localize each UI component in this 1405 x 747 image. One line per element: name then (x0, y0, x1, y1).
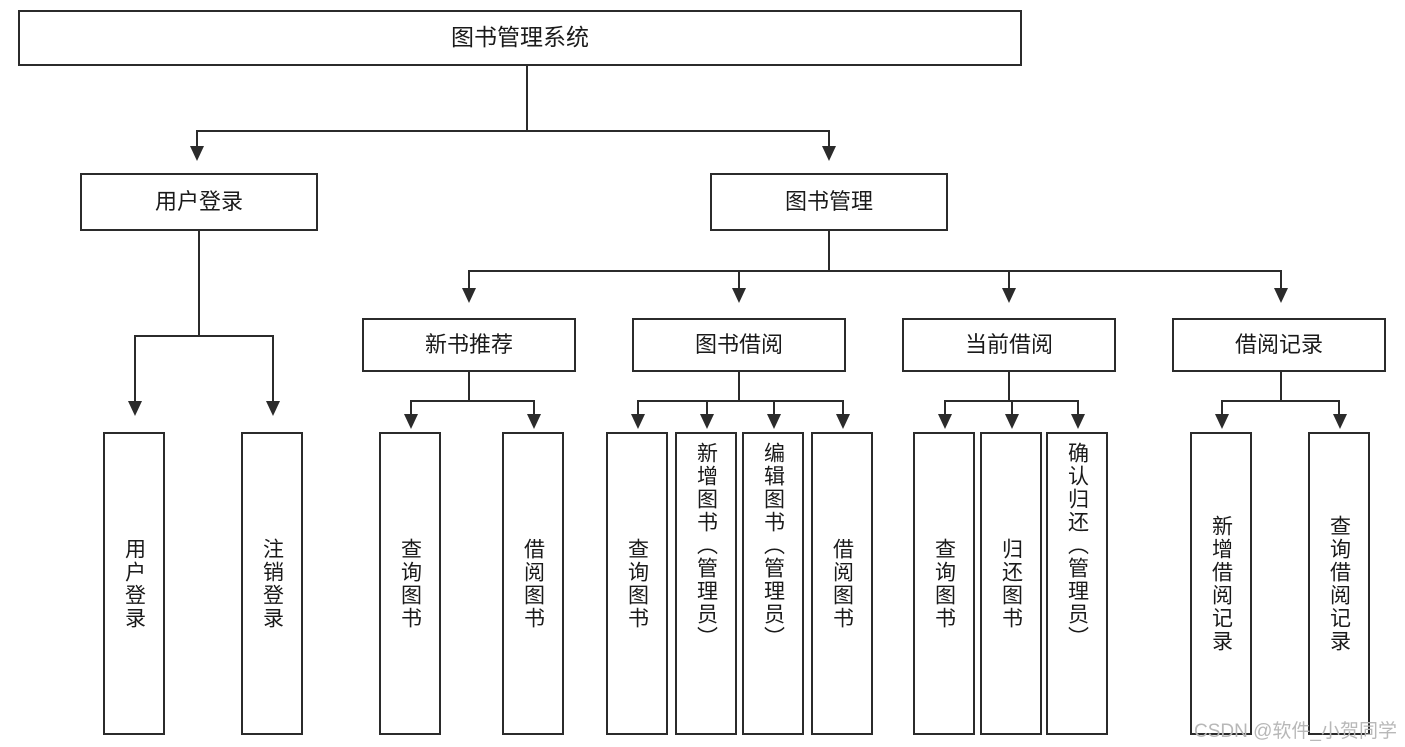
connector-bb-drop-2 (706, 400, 708, 416)
connector-cb-drop-2 (1011, 400, 1013, 416)
connector-nbr-drop-1 (410, 400, 412, 416)
connector-to-book-borrow (738, 270, 740, 290)
arrow-leaf-add-record (1215, 414, 1229, 429)
node-label: 查询图书 (398, 537, 422, 630)
node-label: 借阅图书 (521, 537, 545, 630)
node-book-borrow[interactable]: 图书借阅 (632, 318, 846, 372)
node-new-book-rec[interactable]: 新书推荐 (362, 318, 576, 372)
node-label: 编辑图书（管理员） (761, 442, 785, 649)
leaf-add-record[interactable]: 新增借阅记录 (1190, 432, 1252, 735)
connector-cb-drop-3 (1077, 400, 1079, 416)
connector-br-drop-2 (1338, 400, 1340, 416)
node-label: 归还图书 (999, 537, 1023, 630)
node-label: 查询图书 (625, 537, 649, 630)
connector-user-login-bus (134, 335, 274, 337)
connector-borrow-record-bus (1221, 400, 1340, 402)
connector-to-current-borrow (1008, 270, 1010, 290)
arrow-leaf-query-record (1333, 414, 1347, 429)
node-label: 新增借阅记录 (1209, 514, 1233, 653)
connector-borrow-record-stem (1280, 372, 1282, 402)
node-label: 新书推荐 (424, 332, 513, 358)
connector-cb-drop-1 (944, 400, 946, 416)
node-label: 用户登录 (122, 537, 146, 630)
arrow-to-new-book-rec (462, 288, 476, 303)
leaf-return-book[interactable]: 归还图书 (980, 432, 1042, 735)
leaf-user-logout[interactable]: 注销登录 (241, 432, 303, 735)
connector-user-login-stem (198, 231, 200, 336)
node-label: 借阅记录 (1234, 332, 1323, 358)
csdn-watermark: CSDN @软件_小贺同学 (1194, 721, 1397, 742)
arrow-leaf-user-login (128, 401, 142, 416)
connector-user-login-right-drop (272, 335, 274, 403)
connector-book-borrow-bus (637, 400, 844, 402)
leaf-borrow-book-2[interactable]: 借阅图书 (811, 432, 873, 735)
node-user-login[interactable]: 用户登录 (80, 173, 318, 231)
connector-level3-bus (468, 270, 1282, 272)
arrow-leaf-return-book (1005, 414, 1019, 429)
connector-bb-drop-1 (637, 400, 639, 416)
arrow-to-borrow-record (1274, 288, 1288, 303)
arrow-leaf-edit-book (767, 414, 781, 429)
node-label: 用户登录 (154, 189, 243, 215)
node-label: 注销登录 (260, 537, 284, 630)
connector-root-stem (526, 66, 528, 131)
node-label: 当前借阅 (964, 332, 1053, 358)
connector-user-login-left-drop (134, 335, 136, 403)
connector-to-new-book-rec (468, 270, 470, 290)
connector-br-drop-1 (1221, 400, 1223, 416)
leaf-query-record[interactable]: 查询借阅记录 (1308, 432, 1370, 735)
arrow-leaf-query-book-3 (938, 414, 952, 429)
leaf-borrow-book-1[interactable]: 借阅图书 (502, 432, 564, 735)
leaf-add-book[interactable]: 新增图书（管理员） (675, 432, 737, 735)
node-label: 图书管理系统 (451, 24, 589, 51)
node-label: 新增图书（管理员） (694, 442, 718, 649)
leaf-user-login[interactable]: 用户登录 (103, 432, 165, 735)
node-label: 查询图书 (932, 537, 956, 630)
connector-book-borrow-stem (738, 372, 740, 402)
connector-to-book-manage (828, 130, 830, 148)
node-label: 查询借阅记录 (1327, 514, 1351, 653)
node-label: 借阅图书 (830, 537, 854, 630)
connector-book-manage-stem (828, 231, 830, 272)
node-borrow-record[interactable]: 借阅记录 (1172, 318, 1386, 372)
node-label: 图书借阅 (694, 332, 783, 358)
connector-level2-bus (196, 130, 830, 132)
arrow-to-current-borrow (1002, 288, 1016, 303)
arrow-to-book-borrow (732, 288, 746, 303)
arrow-leaf-add-book (700, 414, 714, 429)
connector-new-book-rec-stem (468, 372, 470, 402)
leaf-query-book-3[interactable]: 查询图书 (913, 432, 975, 735)
node-root-system[interactable]: 图书管理系统 (18, 10, 1022, 66)
connector-to-user-login (196, 130, 198, 148)
arrow-leaf-query-book-2 (631, 414, 645, 429)
arrow-to-book-manage (822, 146, 836, 161)
arrow-leaf-confirm-return (1071, 414, 1085, 429)
leaf-query-book-2[interactable]: 查询图书 (606, 432, 668, 735)
node-label: 图书管理 (784, 189, 873, 215)
arrow-to-user-login (190, 146, 204, 161)
connector-bb-drop-4 (842, 400, 844, 416)
node-label: 确认归还（管理员） (1065, 442, 1089, 649)
arrow-leaf-borrow-book-2 (836, 414, 850, 429)
arrow-leaf-borrow-book-1 (527, 414, 541, 429)
arrow-leaf-query-book-1 (404, 414, 418, 429)
leaf-query-book-1[interactable]: 查询图书 (379, 432, 441, 735)
node-current-borrow[interactable]: 当前借阅 (902, 318, 1116, 372)
arrow-leaf-user-logout (266, 401, 280, 416)
leaf-edit-book[interactable]: 编辑图书（管理员） (742, 432, 804, 735)
connector-to-borrow-record (1280, 270, 1282, 290)
connector-nbr-drop-2 (533, 400, 535, 416)
connector-new-book-rec-bus (410, 400, 535, 402)
node-book-manage[interactable]: 图书管理 (710, 173, 948, 231)
connector-bb-drop-3 (773, 400, 775, 416)
leaf-confirm-return[interactable]: 确认归还（管理员） (1046, 432, 1108, 735)
connector-current-borrow-stem (1008, 372, 1010, 402)
